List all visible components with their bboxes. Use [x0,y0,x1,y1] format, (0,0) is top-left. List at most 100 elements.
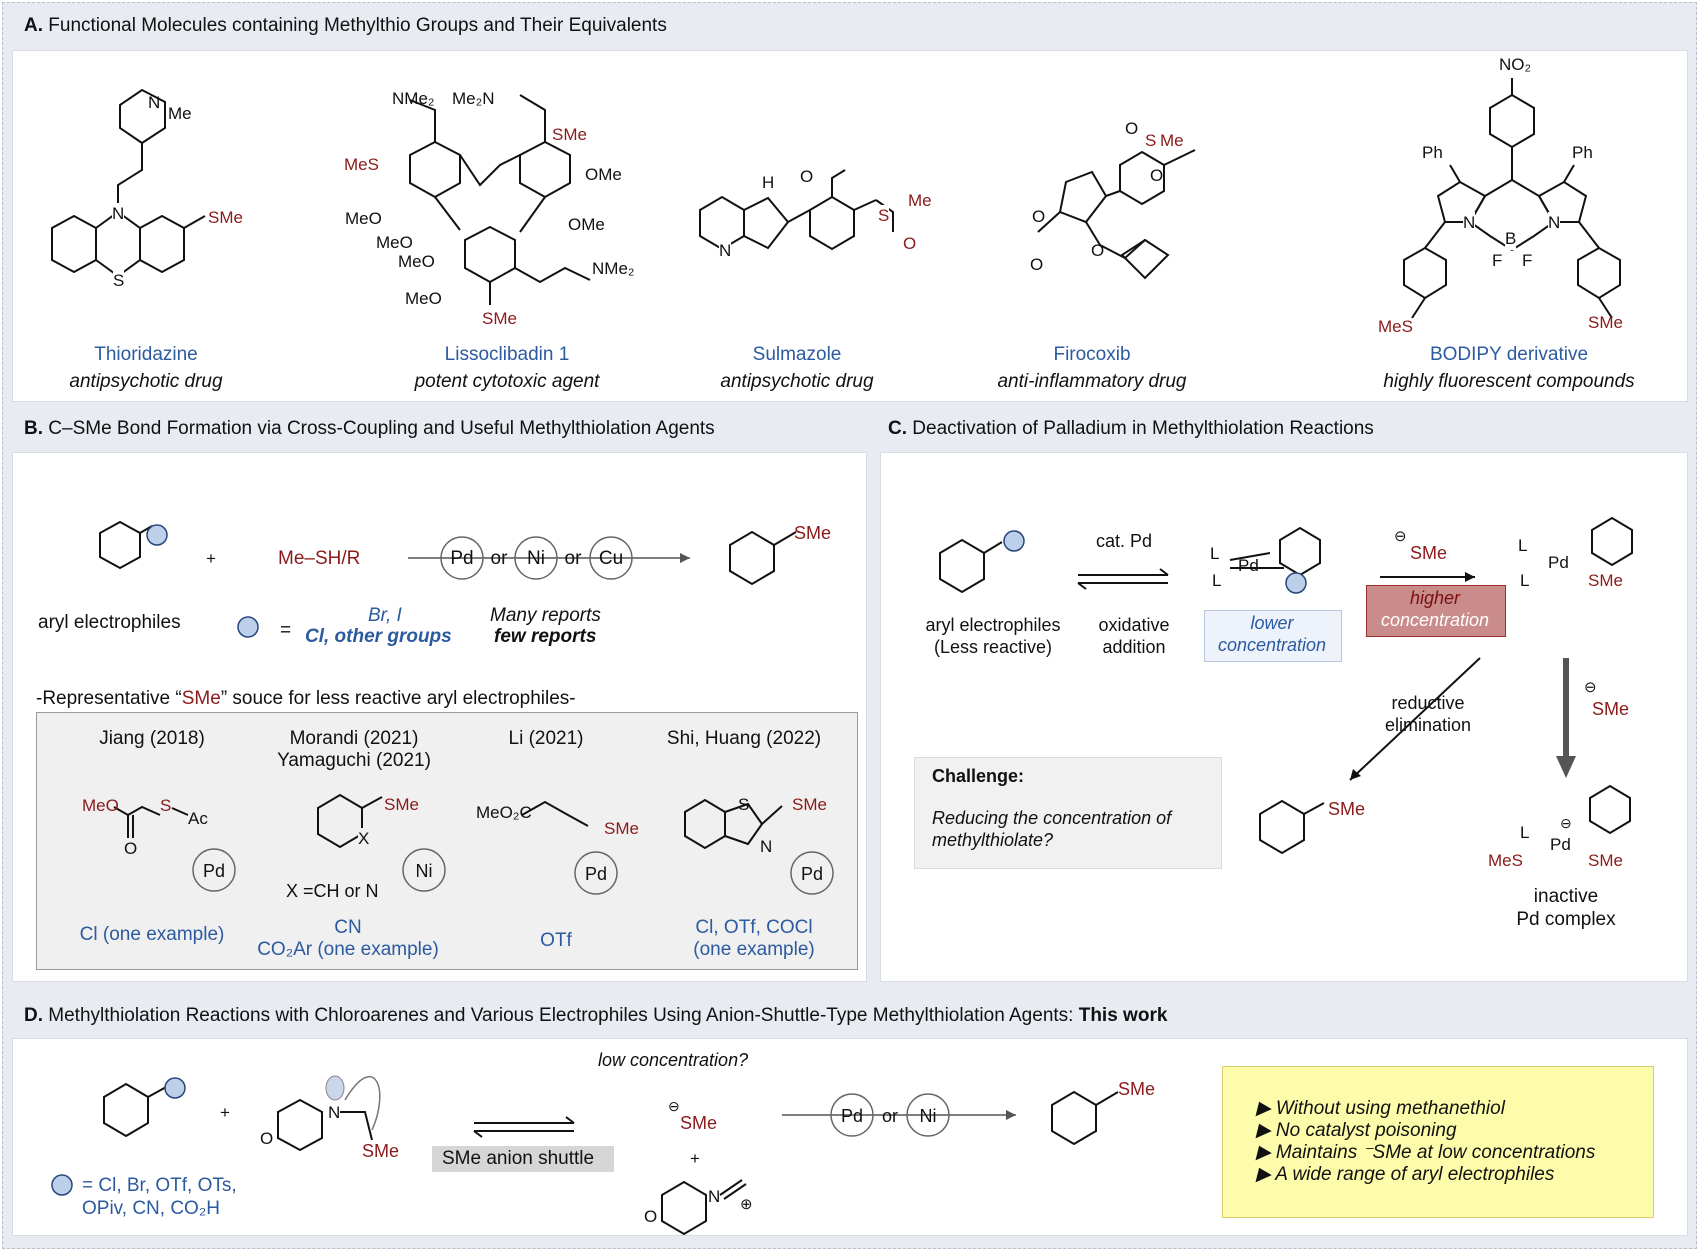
pd3-mes: MeS [1488,851,1523,870]
pd1-l-a: L [1210,544,1220,563]
many-reports: Many reports [490,605,601,626]
bodipy-f-b: F [1522,251,1533,270]
jiang-s: S [160,796,172,815]
plus-b: + [206,549,216,568]
rep-scope-jiang: Cl (one example) [79,924,225,945]
sulm-h: H [762,173,775,192]
reagent-o: O [260,1129,274,1148]
aryl-electrophiles-b: aryl electrophiles [38,612,181,633]
liss-ome-a: OMe [585,165,622,184]
aryl-electrophiles-c: aryl electrophiles [925,615,1061,635]
bodipy-n-a: N [1463,212,1476,234]
pd3-l: L [1520,823,1530,842]
section-d-title-bold: This work [1078,1005,1168,1026]
product-sme-b: SMe [794,523,832,543]
pd1-l-b: L [1212,571,1222,590]
pd2-sme: SMe [1588,571,1623,590]
liss-mes: MeS [344,155,379,174]
reagent-rest: SH/R [314,548,361,569]
molecule-name-firocoxib: Firocoxib [1053,344,1131,365]
liss-me2n: Me₂N [452,89,495,108]
rep-scope-morandi: CN [334,917,362,938]
sulm-s: S [878,205,890,227]
section-b-label: B. [24,418,43,439]
minus-d: ⊖ [668,1098,680,1114]
advantage-2: ▶ No catalyst poisoning [1256,1120,1457,1141]
thio-s: S [113,270,125,292]
rep-author-yamaguchi: Yamaguchi (2021) [277,750,431,771]
liss-meo-d: MeO [405,289,442,308]
reductive-text: reductive [1391,693,1465,713]
section-c-title: Deactivation of Palladium in Methylthiol… [912,418,1374,439]
rep-scope-morandi-2: CO₂Ar (one example) [257,939,439,960]
minus-c1: ⊖ [1394,528,1407,545]
methanethiol-reagent: Me–SH/R [278,548,360,570]
rep-author-jiang: Jiang (2018) [99,728,205,749]
firo-o-a: O [1125,119,1139,138]
rep-author-li: Li (2021) [508,728,584,749]
sulm-o: O [800,167,814,186]
liss-sme-a: SMe [552,125,587,144]
lower-concentration-text: concentration [1217,635,1327,655]
firo-s: S [1145,131,1157,150]
rep-scope-li: OTf [540,930,572,951]
firo-o-b: O [1150,166,1164,185]
bodipy-ph-a: Ph [1422,143,1443,162]
liss-meo-a: MeO [345,209,382,228]
advantage-3: ▶ Maintains ⁻SMe at low concentrations [1256,1142,1596,1163]
bodipy-b: B [1505,228,1517,250]
liss-ome-b: OMe [568,215,605,234]
morandi-xdef: X =CH or N [286,881,379,901]
firo-o-ring: O [1032,207,1046,226]
liss-meo-c: MeO [398,252,435,271]
rep-scope-shi-2: (one example) [693,939,815,960]
pd2-l-a: L [1518,536,1528,555]
morandi-x: X [358,828,370,850]
reagent-me: Me [278,548,305,569]
bodipy-f-a: F [1492,251,1503,270]
low-conc-text: low concentration? [598,1050,749,1070]
challenge-line-1: Reducing the concentration of [932,808,1172,828]
cat-pd-c: cat. Pd [1095,531,1153,551]
cat-pd-b: Pd [450,548,474,569]
rep-title-pre: -Representative “ [36,688,182,709]
section-c-label: C. [888,418,907,439]
sulm-n: N [719,240,732,262]
molecule-name-sulmazole: Sulmazole [752,344,842,365]
reagent-sme: SMe [362,1141,400,1161]
liss-nme2-b: NMe₂ [592,259,635,278]
triangle-bullet-icon: ▶ [1256,1098,1271,1119]
plus-d: + [220,1103,230,1122]
firo-o-ether: O [1091,241,1105,260]
inactive-text: inactive [1533,886,1599,907]
rep-title-sme: SMe [181,688,221,709]
plus-d2: + [690,1149,700,1168]
cat-cu-b: Cu [598,548,624,569]
pd3-pd: Pd [1550,835,1571,854]
section-a-header: A. Functional Molecules containing Methy… [24,15,667,37]
advantage-4: ▶ A wide range of aryl electrophiles [1256,1164,1555,1185]
liss-meo-b: MeO [376,233,413,252]
reagent-n: N [328,1103,341,1122]
pd-complex-text: Pd complex [1516,909,1616,930]
molecule-use-firocoxib: anti-inflammatory drug [997,371,1187,392]
molecule-use-lissoclibadin: potent cytotoxic agent [414,371,600,392]
section-c-header: C. Deactivation of Palladium in Methylth… [888,418,1374,440]
triangle-bullet-icon: ▶ [1256,1142,1271,1163]
cat-ni-d: Ni [919,1106,937,1126]
product-sme-d: SMe [1118,1079,1156,1099]
cat-ni-b: Ni [527,548,545,569]
section-b-title: C–SMe Bond Formation via Cross-Coupling … [48,418,715,439]
triangle-bullet-icon: ▶ [1256,1164,1271,1185]
bodipy-mes: MeS [1378,317,1413,336]
triangle-bullet-icon: ▶ [1256,1120,1271,1141]
sulm-o2: O [903,234,917,253]
section-d-header: D. Methylthiolation Reactions with Chlor… [24,1005,1167,1027]
pd2-pd: Pd [1548,553,1569,572]
section-d-label: D. [24,1005,43,1026]
or-b1: or [490,548,508,569]
rep-title-post: ” souce for less reactive aryl electroph… [220,688,576,709]
section-a-title: Functional Molecules containing Methylth… [48,15,667,36]
li-cat: Pd [584,864,608,884]
oxidative-text: oxidative [1098,615,1170,635]
